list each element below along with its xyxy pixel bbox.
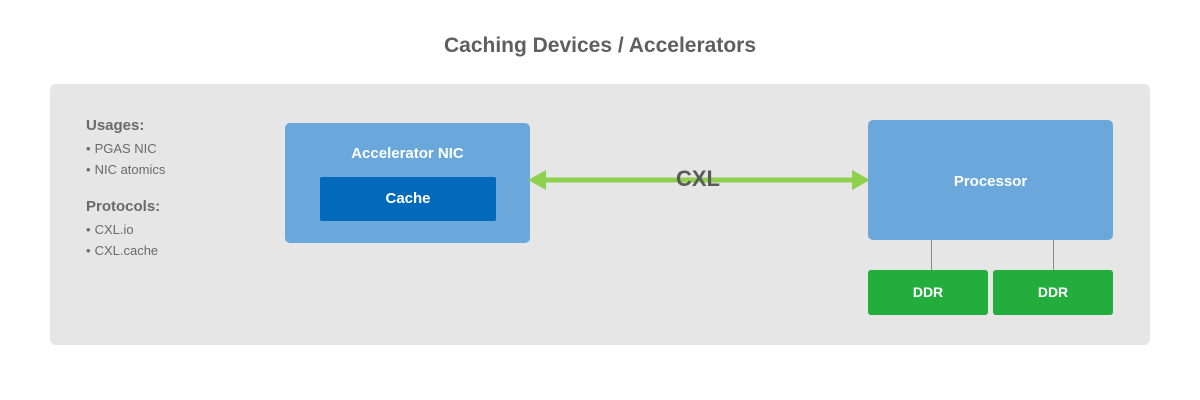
protocol-item: •CXL.io	[86, 219, 158, 240]
memory-connector	[1053, 240, 1054, 270]
usage-item: •NIC atomics	[86, 159, 165, 180]
ddr-memory-box: DDR	[993, 270, 1113, 315]
bullet-icon: •	[86, 141, 91, 156]
protocol-label: CXL.cache	[94, 243, 159, 258]
diagram-title: Caching Devices / Accelerators	[443, 34, 757, 57]
usage-label: PGAS NIC	[94, 141, 157, 156]
usage-item: •PGAS NIC	[86, 138, 165, 159]
processor-label: Processor	[953, 173, 1028, 190]
bullet-icon: •	[86, 222, 91, 237]
usages-list: •PGAS NIC •NIC atomics	[86, 138, 165, 180]
bullet-icon: •	[86, 162, 91, 177]
accelerator-nic-label: Accelerator NIC	[351, 145, 464, 162]
protocols-list: •CXL.io •CXL.cache	[86, 219, 158, 261]
bullet-icon: •	[86, 243, 91, 258]
arrowhead-right-icon	[852, 170, 870, 190]
cache-box: Cache	[320, 177, 496, 221]
cxl-link-label: CXL	[676, 166, 720, 191]
cxl-link-arrow	[528, 170, 870, 190]
protocol-item: •CXL.cache	[86, 240, 158, 261]
processor-box: Processor	[868, 120, 1113, 240]
protocols-heading: Protocols:	[86, 198, 161, 215]
usages-heading: Usages:	[86, 117, 145, 134]
usage-label: NIC atomics	[94, 162, 166, 177]
arrowhead-left-icon	[528, 170, 546, 190]
memory-connector	[931, 240, 932, 270]
protocol-label: CXL.io	[94, 222, 134, 237]
ddr-memory-box: DDR	[868, 270, 988, 315]
